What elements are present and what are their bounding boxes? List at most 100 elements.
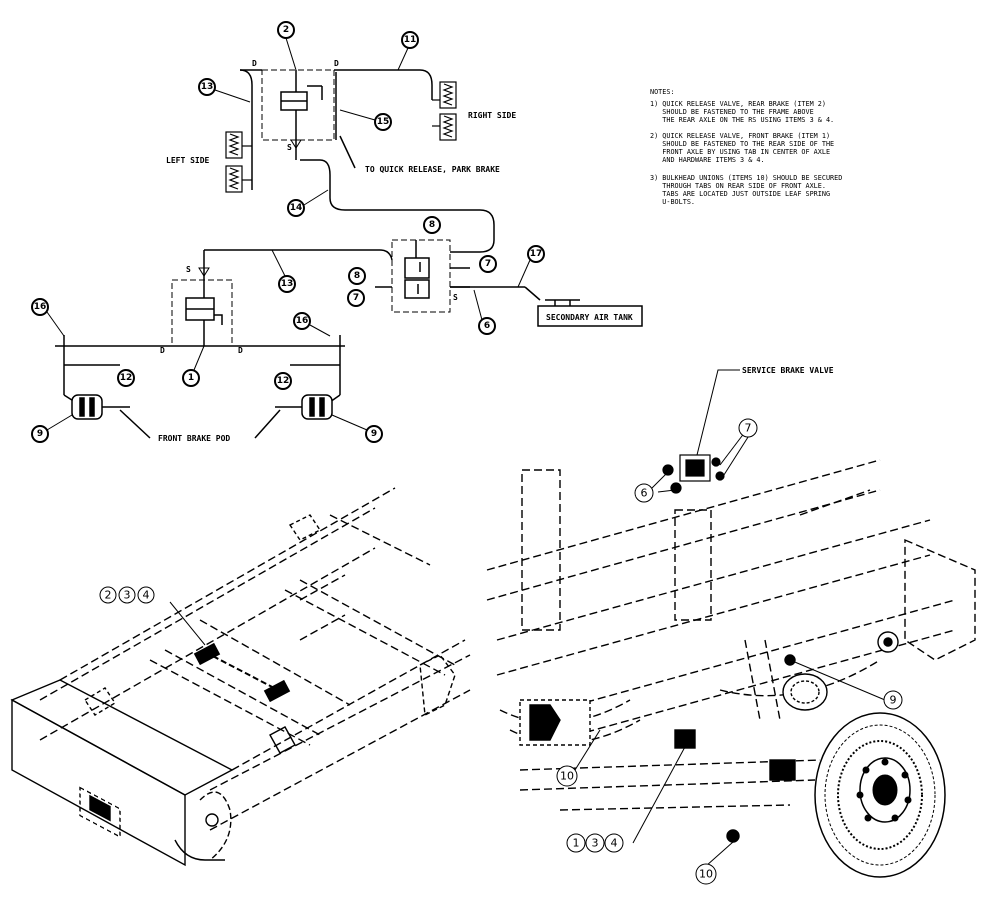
callout-4: 4: [137, 586, 155, 604]
callout-16: 16: [293, 312, 311, 330]
svg-text:13: 13: [201, 82, 214, 92]
port-d-label: D: [334, 59, 339, 68]
frame-rear-isometric: [10, 487, 471, 867]
secondary-air-tank: SECONDARY AIR TANK: [537, 299, 643, 327]
front-wheel-hub: [814, 712, 946, 878]
callout-10: 10: [695, 863, 717, 885]
air-lines-rear: [239, 69, 495, 253]
callout-12: 12: [117, 369, 135, 387]
note-line: U-BOLTS.: [650, 198, 695, 206]
front-brake-lines: [63, 335, 341, 403]
callout-16: 16: [31, 298, 49, 316]
svg-text:10: 10: [560, 770, 574, 783]
svg-text:3: 3: [124, 589, 131, 602]
callout-17: 17: [527, 245, 545, 263]
note-line: 1) QUICK RELEASE VALVE, REAR BRAKE (ITEM…: [650, 100, 826, 108]
port-s-label: S: [453, 293, 458, 302]
svg-text:1: 1: [188, 373, 194, 383]
svg-text:9: 9: [890, 694, 897, 707]
note-line: SHOULD BE FASTENED TO THE REAR SIDE OF T…: [650, 140, 834, 148]
note-line: 3) BULKHEAD UNIONS (ITEMS 10) SHOULD BE …: [650, 174, 842, 182]
note-line: FRONT AXLE BY USING TAB IN CENTER OF AXL…: [650, 148, 830, 156]
callout-1: 1: [566, 833, 586, 853]
callout-15: 15: [374, 113, 392, 131]
svg-text:6: 6: [484, 321, 490, 331]
svg-text:15: 15: [377, 117, 390, 127]
frame-rear-details: [79, 514, 456, 861]
callout-10: 10: [556, 765, 578, 787]
svg-text:2: 2: [283, 25, 289, 35]
callout-8: 8: [423, 216, 441, 234]
svg-text:16: 16: [296, 316, 309, 326]
callout-6: 6: [478, 317, 496, 335]
callout-12: 12: [274, 372, 292, 390]
svg-text:13: 13: [281, 279, 294, 289]
port-s-label: S: [287, 143, 292, 152]
callout-13: 13: [198, 78, 216, 96]
svg-text:14: 14: [290, 203, 303, 213]
note-line: THE REAR AXLE ON THE RS USING ITEMS 3 & …: [650, 116, 834, 124]
port-d-label: D: [238, 346, 243, 355]
note-line: SHOULD BE FASTENED TO THE FRAME ABOVE: [650, 108, 814, 116]
svg-text:4: 4: [143, 589, 150, 602]
callout-4: 4: [604, 833, 624, 853]
callout-6: 6: [634, 483, 654, 503]
callout-9: 9: [883, 690, 903, 710]
svg-text:1: 1: [573, 837, 580, 850]
svg-text:7: 7: [353, 293, 359, 303]
svg-text:4: 4: [611, 837, 618, 850]
callout-3: 3: [118, 586, 136, 604]
callout-2: 2: [277, 21, 295, 39]
callout-1: 1: [182, 369, 200, 387]
callout-7: 7: [738, 418, 758, 438]
notes-title: NOTES:: [650, 88, 675, 96]
right-side-label: RIGHT SIDE: [468, 111, 516, 120]
service-brake-valve-schematic: [375, 239, 541, 313]
callout-11: 11: [401, 31, 419, 49]
note-line: AND HARDWARE ITEMS 3 & 4.: [650, 156, 765, 164]
rear-quick-release-valve: [240, 69, 420, 161]
front-axle-isometric: [486, 459, 976, 811]
svg-text:8: 8: [429, 220, 435, 230]
callout-2: 2: [99, 586, 117, 604]
callout-3: 3: [585, 833, 605, 853]
port-d-label: D: [252, 59, 257, 68]
svg-text:2: 2: [105, 589, 112, 602]
svg-text:9: 9: [371, 429, 377, 439]
secondary-air-tank-label: SECONDARY AIR TANK: [546, 313, 633, 322]
service-brake-valve-label: SERVICE BRAKE VALVE: [742, 366, 834, 375]
svg-text:16: 16: [34, 302, 47, 312]
front-brake-pod-label: FRONT BRAKE POD: [158, 434, 230, 443]
svg-text:7: 7: [745, 422, 752, 435]
bulkhead-union: [726, 829, 740, 843]
callout-9: 9: [365, 425, 383, 443]
note-line: 2) QUICK RELEASE VALVE, FRONT BRAKE (ITE…: [650, 132, 830, 140]
notes-block: NOTES: 1) QUICK RELEASE VALVE, REAR BRAK…: [650, 88, 842, 206]
to-quick-release-label: TO QUICK RELEASE, PARK BRAKE: [365, 165, 500, 174]
note-line: TABS ARE LOCATED JUST OUTSIDE LEAF SPRIN…: [650, 190, 830, 198]
callout-9: 9: [31, 425, 49, 443]
note-line: THROUGH TABS ON REAR SIDE OF FRONT AXLE.: [650, 182, 826, 190]
callout-7: 7: [347, 289, 365, 307]
svg-text:10: 10: [699, 868, 713, 881]
service-brake-valve: [662, 454, 725, 494]
svg-text:17: 17: [530, 249, 543, 259]
svg-text:11: 11: [404, 35, 417, 45]
callout-8: 8: [348, 267, 366, 285]
callout-7: 7: [479, 255, 497, 273]
right-side-spring-icon: [432, 81, 457, 141]
svg-text:7: 7: [485, 259, 491, 269]
svg-text:12: 12: [277, 376, 290, 386]
left-side-spring-icon: [225, 131, 252, 193]
callout-13: 13: [278, 275, 296, 293]
front-brake-pod-right: [254, 394, 333, 439]
svg-text:12: 12: [120, 373, 133, 383]
left-side-label: LEFT SIDE: [166, 156, 210, 165]
callout-14: 14: [287, 199, 305, 217]
port-d-label: D: [160, 346, 165, 355]
front-brake-pod-left: [71, 394, 151, 439]
rear-valve-on-frame: [193, 642, 291, 703]
svg-text:8: 8: [354, 271, 360, 281]
svg-text:9: 9: [37, 429, 43, 439]
